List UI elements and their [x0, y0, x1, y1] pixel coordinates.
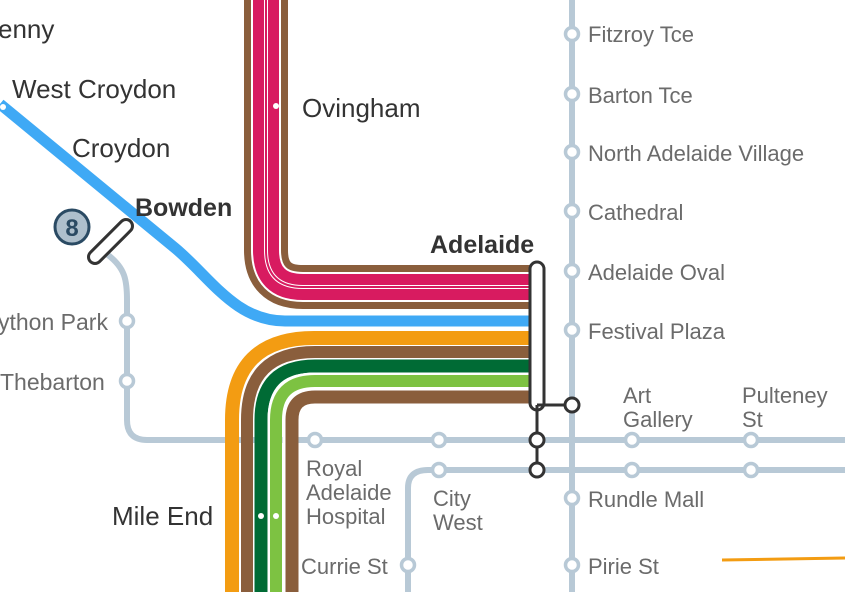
adelaide-interchange[interactable] [528, 260, 581, 479]
rail-station-markers [0, 103, 279, 519]
tram-label-royal-3[interactable]: Hospital [306, 504, 385, 529]
croydon-marker [59, 164, 65, 170]
bowden-interchange[interactable] [87, 218, 134, 265]
tram-label-pulteney-1[interactable]: Pulteney [742, 383, 828, 408]
tram-label-barton[interactable]: Barton Tce [588, 83, 693, 108]
tram-label-royal-2[interactable]: Adelaide [306, 480, 392, 505]
tram-label-adelaide-oval[interactable]: Adelaide Oval [588, 260, 725, 285]
tram-label-currie-st[interactable]: Currie St [301, 554, 388, 579]
mile-end-marker-2 [273, 513, 279, 519]
rail-blue-line [0, 96, 543, 329]
blue-line [0, 99, 535, 327]
station-label-mile-end[interactable]: Mile End [112, 501, 213, 531]
station-label-adelaide[interactable]: Adelaide [430, 231, 534, 259]
rail-bundle-north [244, 0, 535, 309]
station-label-kilkenny[interactable]: enny [0, 14, 54, 44]
orange-line [225, 331, 535, 592]
line-8-badge: 8 [53, 208, 91, 246]
tram-label-festival-plaza[interactable]: Festival Plaza [588, 319, 726, 344]
orange-line-fragment [721, 556, 845, 562]
tram-stop-markers [118, 25, 760, 574]
tram-label-pulteney-2[interactable]: St [742, 407, 763, 432]
tram-label-rundle-mall[interactable]: Rundle Mall [588, 487, 704, 512]
tram-label-city-west-1[interactable]: City [433, 486, 471, 511]
tram-label-cathedral[interactable]: Cathedral [588, 200, 683, 225]
tram-label-royal-1[interactable]: Royal [306, 456, 362, 481]
tram-line-west-branch [105, 252, 845, 443]
ovingham-marker [273, 103, 279, 109]
tram-label-art-gallery-2[interactable]: Gallery [623, 407, 693, 432]
badge-number: 8 [65, 215, 78, 242]
brown-line-south-1 [241, 346, 535, 592]
station-label-bowden[interactable]: Bowden [135, 194, 232, 222]
tram-label-art-gallery-1[interactable]: Art [623, 383, 651, 408]
station-label-west-croydon[interactable]: West Croydon [12, 74, 176, 104]
tram-label-city-west-2[interactable]: West [433, 510, 483, 535]
west-croydon-marker [0, 104, 6, 110]
station-label-croydon[interactable]: Croydon [72, 133, 170, 163]
tram-label-fitzroy[interactable]: Fitzroy Tce [588, 22, 694, 47]
tram-stop-labels: Fitzroy Tce Barton Tce North Adelaide Vi… [301, 22, 828, 579]
rail-bundle-south [225, 331, 535, 592]
light-green-line [270, 375, 535, 592]
tram-label-pirie-st[interactable]: Pirie St [588, 554, 659, 579]
station-label-brompton[interactable]: ython Park [0, 309, 108, 335]
mile-end-marker-1 [258, 513, 264, 519]
brown-line-south-2 [285, 390, 535, 592]
dark-green-line [254, 359, 535, 592]
tram-label-north-adelaide[interactable]: North Adelaide Village [588, 141, 804, 166]
rail-station-labels: enny West Croydon Croydon Bowden Ovingha… [0, 14, 534, 531]
tram-line-city-west [405, 467, 845, 592]
station-label-ovingham[interactable]: Ovingham [302, 93, 421, 123]
station-label-thebarton[interactable]: Thebarton [0, 369, 105, 395]
